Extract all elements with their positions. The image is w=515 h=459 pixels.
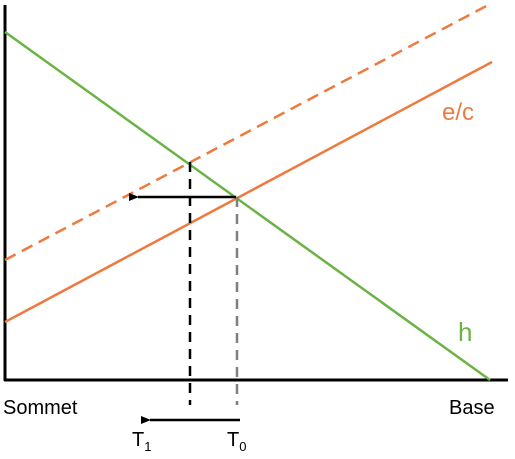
h-line [4, 30, 491, 382]
ec-line [4, 60, 493, 324]
ec-line-label: e/c [442, 99, 474, 126]
ec-line-shifted [4, 1, 493, 262]
x-left-label: Sommet [3, 397, 78, 419]
t0-label: T0 [227, 429, 246, 454]
x-right-label: Base [449, 397, 495, 419]
t1-label: T1 [132, 429, 151, 454]
h-line-label: h [458, 317, 472, 347]
